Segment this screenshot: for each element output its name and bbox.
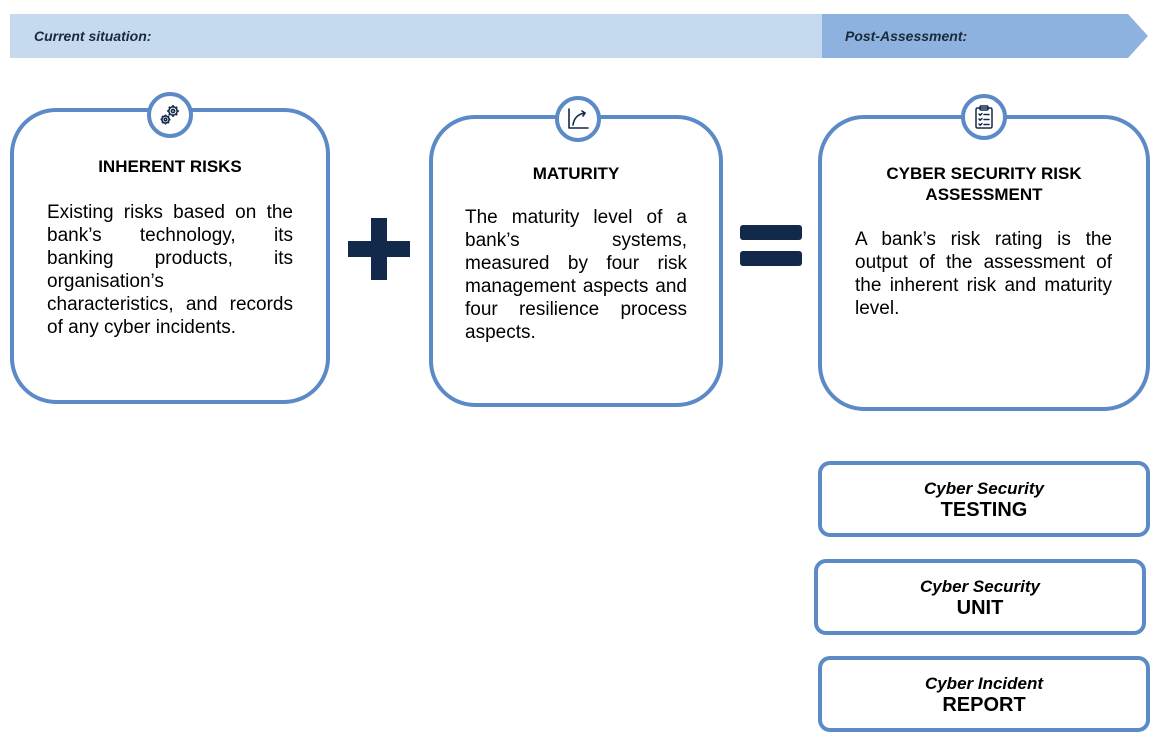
post-assessment-label: Post-Assessment: — [845, 28, 968, 44]
cyber-incident-report-title: REPORT — [942, 694, 1026, 716]
current-situation-label: Current situation: — [34, 28, 152, 44]
cyber-incident-report-box: Cyber Incident REPORT — [818, 656, 1150, 732]
gears-icon — [147, 92, 193, 138]
inherent-risks-title: INHERENT RISKS — [98, 157, 242, 176]
cyber-security-testing-box: Cyber Security TESTING — [818, 461, 1150, 537]
risk-assessment-card — [818, 115, 1150, 411]
cyber-security-unit-box: Cyber Security UNIT — [814, 559, 1146, 635]
maturity-description: The maturity level of a bank’s systems, … — [465, 207, 687, 343]
maturity-title: MATURITY — [532, 164, 620, 183]
clipboard-checklist-icon — [961, 94, 1007, 140]
inherent-risks-description: Existing risks based on the bank’s techn… — [47, 202, 293, 338]
cyber-security-testing-subtitle: Cyber Security — [924, 479, 1044, 498]
equals-icon — [740, 225, 802, 266]
timeline-banner: Current situation: Post-Assessment: — [10, 14, 1150, 58]
cyber-incident-report-subtitle: Cyber Incident — [924, 674, 1044, 693]
growth-chart-icon — [555, 96, 601, 142]
cyber-security-unit-title: UNIT — [956, 597, 1004, 619]
timeline-banner-shape — [10, 14, 1148, 58]
risk-assessment-title: CYBER SECURITY RISK ASSESSMENT — [886, 164, 1082, 204]
inherent-risks-card — [10, 108, 330, 404]
plus-icon — [348, 218, 410, 280]
risk-assessment-description: A bank’s risk rating is the output of th… — [855, 229, 1112, 319]
cyber-security-unit-subtitle: Cyber Security — [920, 577, 1040, 596]
cyber-security-testing-title: TESTING — [940, 499, 1028, 521]
